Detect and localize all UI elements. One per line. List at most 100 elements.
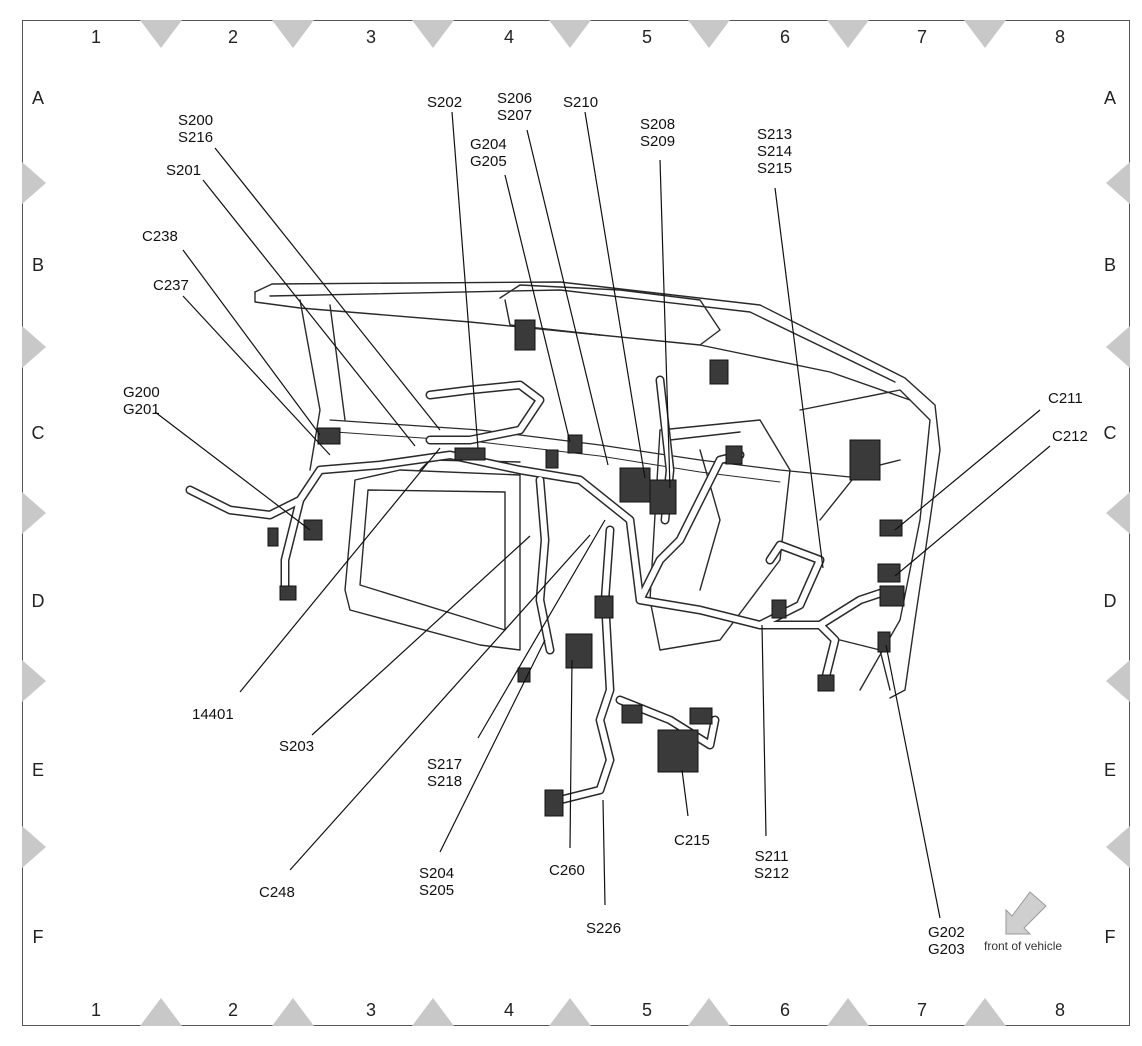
cluster-hood (499, 284, 721, 346)
label-c260: C260 (549, 862, 585, 879)
leader-g202 (885, 644, 941, 919)
leader-c237 (182, 295, 331, 456)
front-of-vehicle-label: front of vehicle (984, 939, 1063, 953)
connector-c238 (317, 427, 341, 445)
label-c248: C248 (259, 884, 295, 901)
left-marker-5 (22, 826, 46, 868)
center-stack (649, 419, 791, 651)
label-s210: S210 (563, 94, 599, 111)
bottom-marker-1 (140, 998, 182, 1026)
label-s202: S202 (427, 94, 463, 111)
leader-c248 (289, 534, 591, 871)
leader-s217 (477, 519, 606, 739)
grid-row-right-D: D (1103, 591, 1117, 611)
left-marker-1 (22, 162, 46, 204)
label-14401: 14401 (192, 706, 234, 723)
top-marker-6 (827, 20, 869, 48)
label-s213-s214-s215: S213 S214 S215 (757, 126, 793, 177)
connector-c215 (657, 729, 699, 773)
connector-g200 (303, 519, 323, 541)
grid-col-bottom-4: 4 (503, 1000, 514, 1020)
label-s226: S226 (586, 920, 622, 937)
panel-left-end (299, 299, 321, 471)
grid-col-bottom-8: 8 (1054, 1000, 1065, 1020)
grid-col-bottom-7: 7 (916, 1000, 927, 1020)
grid-row-right-E: E (1103, 760, 1116, 780)
leader-g200 (154, 411, 311, 531)
glovebox-opening (344, 469, 521, 651)
top-marker-1 (140, 20, 182, 48)
leader-s213 (774, 187, 824, 569)
label-s201: S201 (166, 162, 202, 179)
connector-g202 (877, 631, 891, 653)
right-marker-2 (1106, 326, 1130, 368)
leader-s211 (761, 624, 767, 837)
left-marker-4 (22, 660, 46, 702)
bottom-marker-7 (964, 998, 1006, 1026)
leader-c212 (894, 445, 1051, 577)
grid-row-right-A: A (1103, 88, 1116, 108)
grid-col-top-2: 2 (227, 27, 238, 47)
right-marker-5 (1106, 826, 1130, 868)
leader-s204 (439, 639, 546, 853)
top-marker-7 (964, 20, 1006, 48)
leader-c215 (681, 769, 689, 817)
leader-c238 (182, 249, 321, 436)
cross-car-beam (329, 419, 881, 481)
label-g202-g203: G202 G203 (928, 924, 965, 958)
grid-row-left-C: C (31, 423, 45, 443)
label-s200-s216: S200 S216 (178, 112, 214, 146)
leader-s206 (526, 129, 609, 466)
leader-s202 (451, 111, 479, 449)
leader-s201 (202, 179, 416, 447)
connector-c211 (879, 519, 903, 537)
grid-col-bottom-5: 5 (641, 1000, 652, 1020)
right-marker-1 (1106, 162, 1130, 204)
label-c238: C238 (142, 228, 178, 245)
label-s211-s212: S211 S212 (754, 848, 790, 882)
leader-s200 (214, 147, 441, 431)
grid-row-left-E: E (31, 760, 44, 780)
bottom-marker-4 (549, 998, 591, 1026)
grid-col-top-7: 7 (916, 27, 927, 47)
leader-s226 (602, 799, 606, 906)
grid-row-right-B: B (1103, 255, 1116, 275)
grid-col-top-1: 1 (90, 27, 101, 47)
label-s204-s205: S204 S205 (419, 865, 455, 899)
right-marker-3 (1106, 492, 1130, 534)
bottom-marker-5 (688, 998, 730, 1026)
bottom-marker-3 (412, 998, 454, 1026)
grid-row-left-F: F (32, 927, 44, 947)
grid-row-right-F: F (1104, 927, 1116, 947)
arrow-down-left-icon (1005, 891, 1047, 935)
connector-s226 (544, 789, 564, 817)
grid-col-top-4: 4 (503, 27, 514, 47)
grid-row-left-A: A (31, 88, 44, 108)
grid-row-left-D: D (31, 591, 45, 611)
connector-c260 (565, 633, 593, 669)
left-marker-2 (22, 326, 46, 368)
leader-s203 (311, 535, 531, 736)
leader-14401 (239, 447, 441, 693)
label-s208-s209: S208 S209 (640, 116, 676, 150)
leader-s210 (584, 111, 646, 479)
label-c211: C211 (1048, 390, 1083, 407)
leader-s208 (659, 159, 671, 489)
top-marker-4 (549, 20, 591, 48)
leader-c260 (569, 659, 573, 849)
panel-outline-top (254, 281, 941, 699)
grid-col-bottom-3: 3 (365, 1000, 376, 1020)
panel-right-end (799, 389, 931, 691)
connector-g204 (567, 434, 583, 454)
label-c237: C237 (153, 277, 189, 294)
connector-c212 (877, 563, 901, 583)
connector-cluster (619, 467, 651, 503)
grid-col-top-8: 8 (1054, 27, 1065, 47)
label-c215: C215 (674, 832, 710, 849)
label-s203: S203 (279, 738, 315, 755)
label-s206-s207: S206 S207 (497, 90, 533, 124)
grid-col-bottom-2: 2 (227, 1000, 238, 1020)
grid-col-top-3: 3 (365, 27, 376, 47)
